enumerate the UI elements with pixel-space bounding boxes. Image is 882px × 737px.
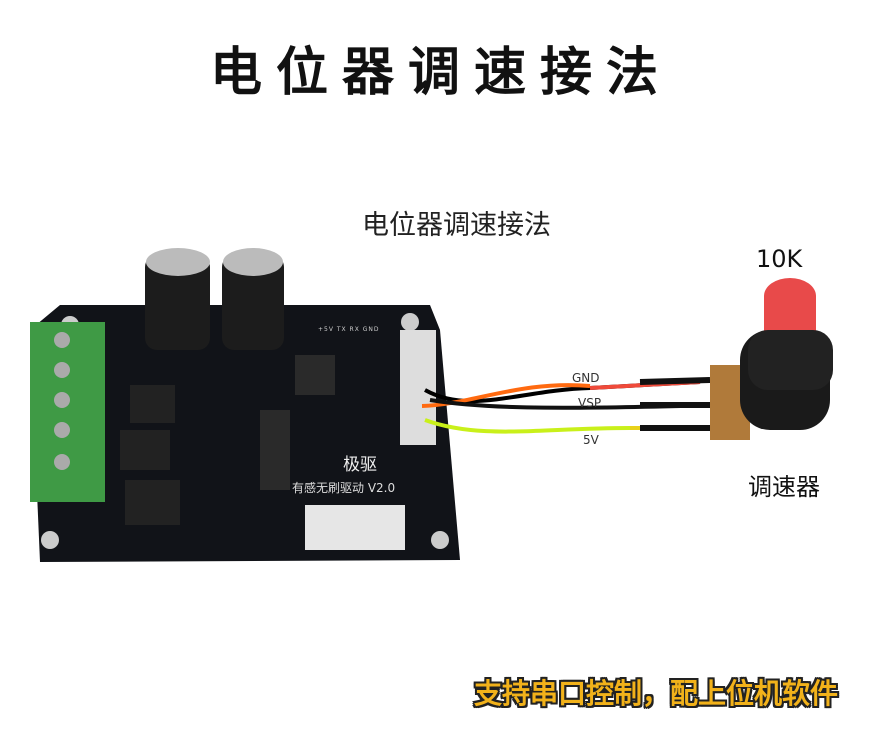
terminal-block [30,322,105,502]
potentiometer [710,278,833,440]
mosfets [120,355,335,525]
wire-label-gnd: GND [572,371,600,385]
wires [421,377,721,434]
board-pin-labels: +5V TX RX GND [318,326,380,333]
diagram-subtitle: 电位器调速接法 [362,210,551,241]
board-brand: 极驱 [343,455,377,475]
wire-label-vsp: VSP [578,396,602,410]
page-title: 电位器调速接法 [209,43,672,103]
promo-text: 支持串口控制，配上位机软件 [474,677,839,710]
wire-label-5v: 5V [583,433,599,447]
connectors [305,330,436,550]
capacitors [145,248,284,350]
potentiometer-value: 10K [756,245,803,273]
potentiometer-name: 调速器 [748,473,820,501]
board-model: 有感无刷驱动 V2.0 [292,481,396,495]
